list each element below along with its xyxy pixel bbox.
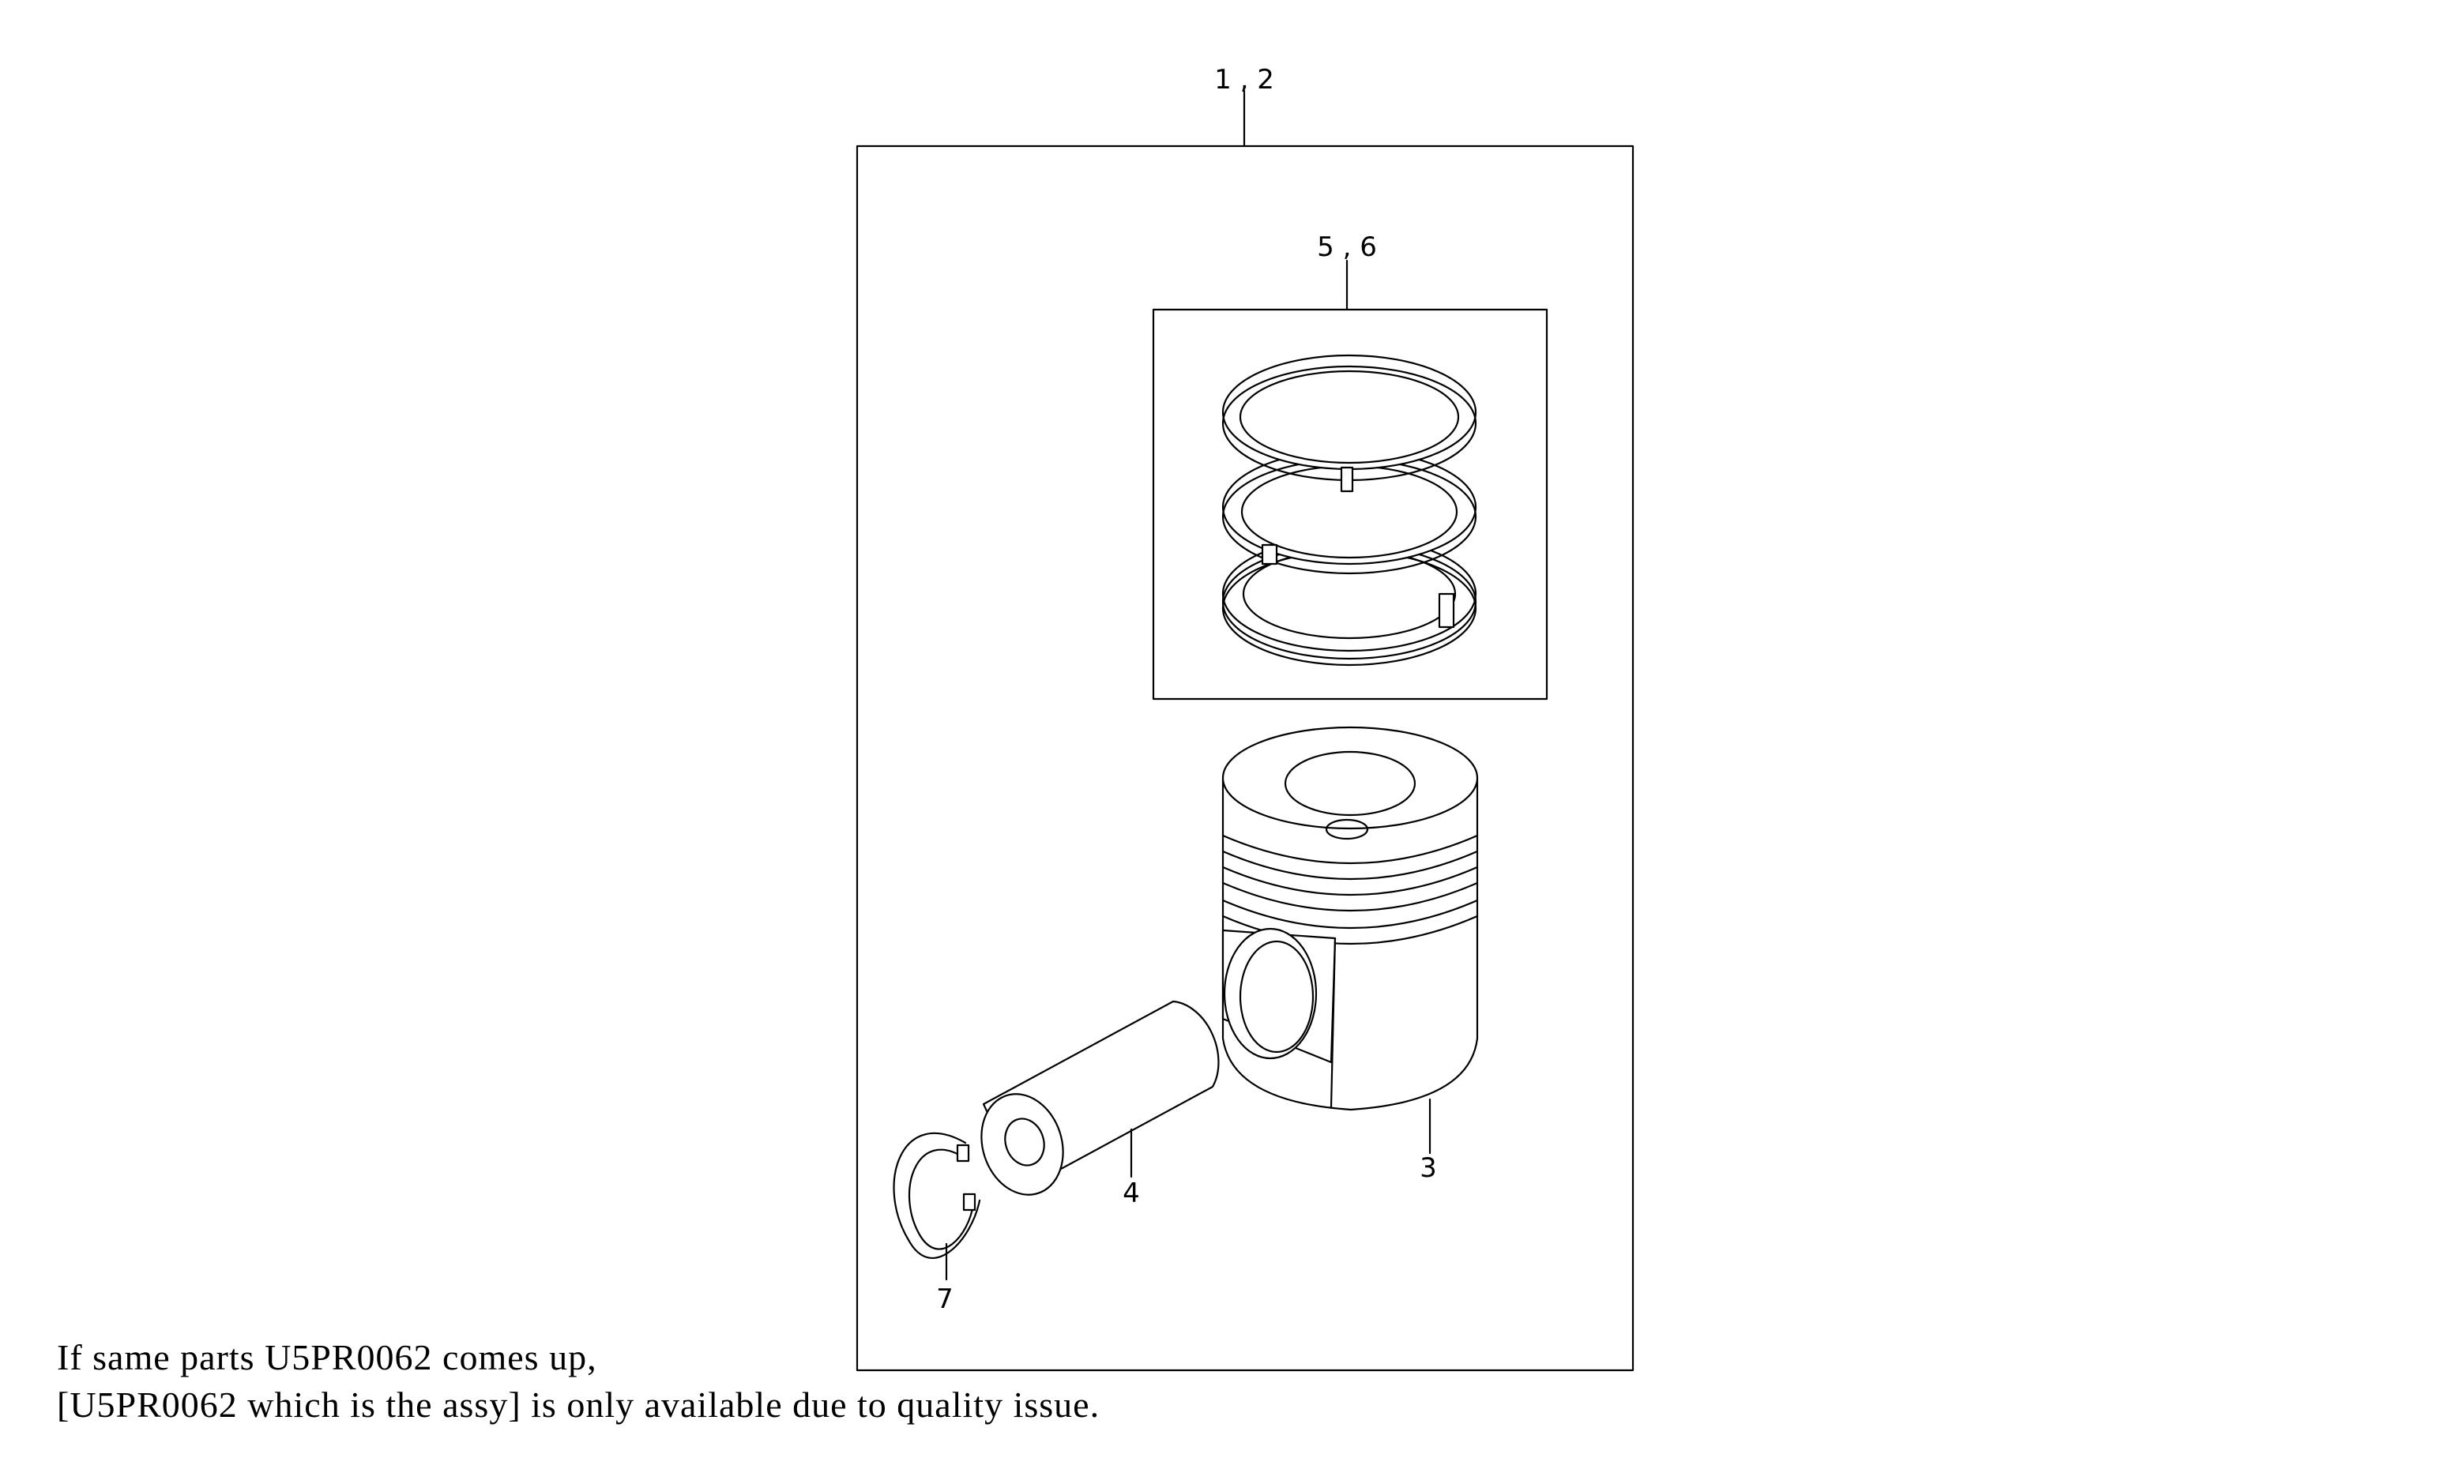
top-ring <box>1221 354 1477 493</box>
piston-rings-illustration <box>1221 354 1477 667</box>
piston-pin-illustration: 4 <box>980 1000 1220 1209</box>
callout-piston: 3 <box>1420 1152 1437 1184</box>
callout-pin: 4 <box>1123 1178 1140 1209</box>
snap-ring-illustration: 7 <box>893 1132 981 1315</box>
callout-rings: 5 , 6 <box>1317 231 1377 263</box>
callout-assembly: 1 , 2 <box>1214 64 1274 96</box>
note-line-1: If same parts U5PR0062 comes up, <box>57 1337 597 1377</box>
note-line-2: [U5PR0062 which is the assy] is only ava… <box>57 1384 1100 1425</box>
ring-set-frame: 5 , 6 <box>1152 231 1548 701</box>
piston-illustration: 3 <box>1221 726 1479 1184</box>
callout-snap-ring: 7 <box>936 1283 954 1315</box>
assembly-frame: 1 , 2 <box>856 64 1635 1372</box>
